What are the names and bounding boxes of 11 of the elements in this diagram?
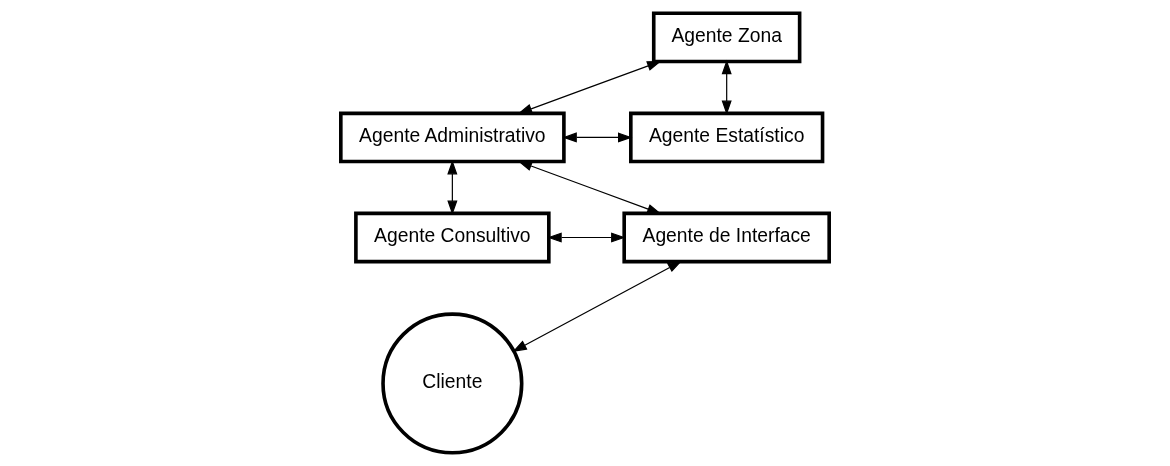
arrow — [517, 60, 662, 114]
node-box: Agente Estatístico — [629, 111, 825, 164]
arrow — [512, 260, 683, 352]
arrow — [562, 132, 633, 143]
node-box: Agente Administrativo — [339, 111, 566, 164]
node-box: Agente de Interface — [622, 211, 831, 264]
arrow — [547, 232, 626, 243]
node-circle: Cliente — [381, 312, 524, 455]
node-box: Agente Zona — [651, 11, 802, 64]
arrow — [517, 161, 662, 214]
node-box: Agente Consultivo — [354, 211, 551, 264]
